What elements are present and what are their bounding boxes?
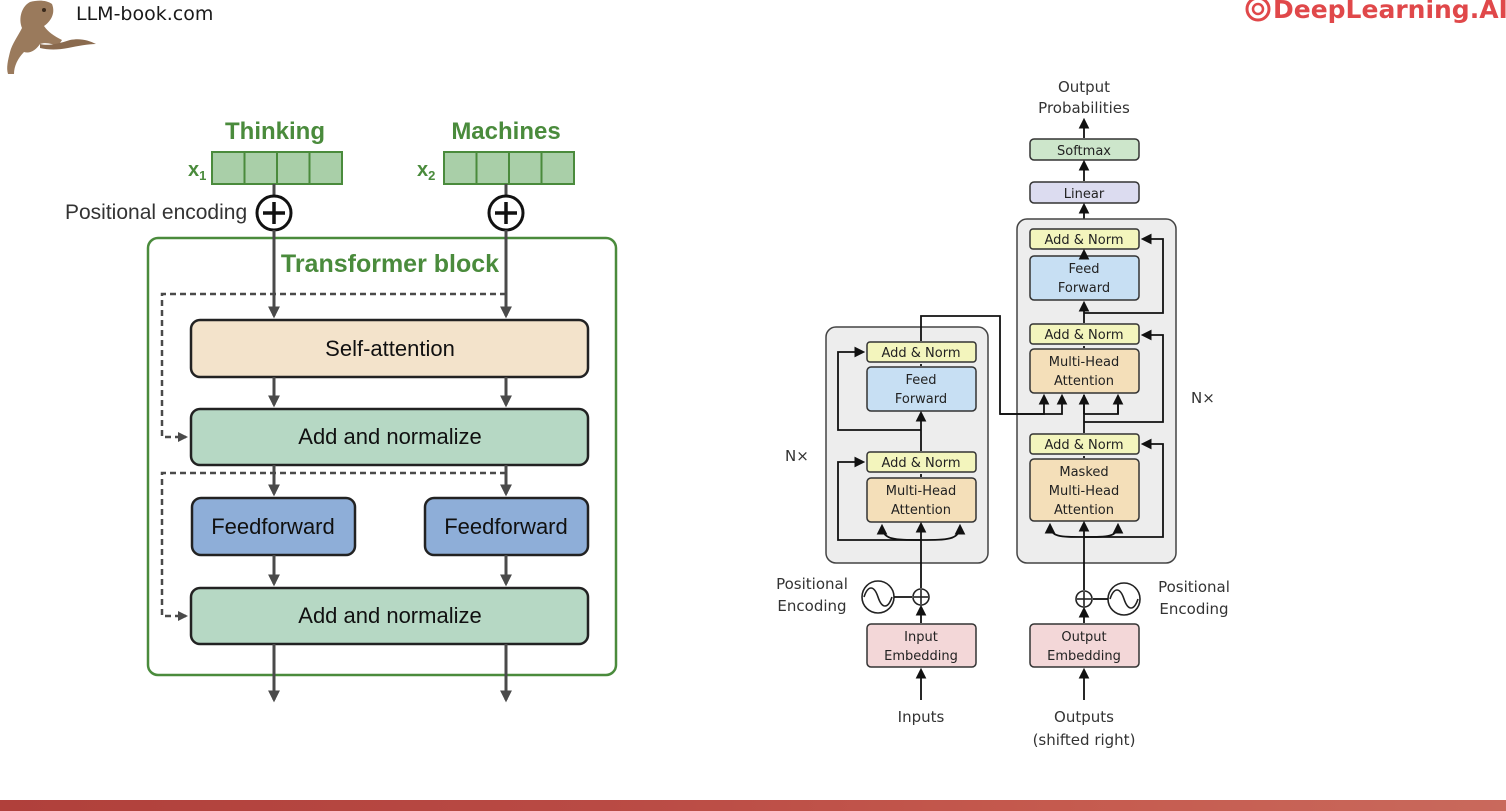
- plus-circle-icon: [912, 588, 930, 606]
- transformer-block-title: Transformer block: [281, 250, 499, 278]
- brand-name: DeepLearning.AI: [1273, 0, 1506, 24]
- encoder-nx-label: N×: [785, 447, 809, 465]
- bottom-accent-bar: [0, 800, 1506, 811]
- output-embedding-label-2: Embedding: [1047, 649, 1121, 664]
- sine-wave-icon: [861, 580, 895, 614]
- decoder-nx-label: N×: [1191, 389, 1215, 407]
- plus-circle-icon: [255, 194, 293, 232]
- right-transformer-diagram: Output Probabilities Softmax Linear Add …: [776, 78, 1230, 749]
- decoder-feed-forward-label-2: Forward: [1058, 281, 1110, 296]
- masked-mha-label-1: Masked: [1059, 465, 1108, 480]
- deeplearning-logo-icon: [1245, 0, 1271, 22]
- output-embedding-label-1: Output: [1061, 630, 1106, 645]
- token-symbol-1: x1: [188, 159, 206, 183]
- add-normalize-box-2: [189, 586, 590, 646]
- encoder-feed-forward-label-2: Forward: [895, 392, 947, 407]
- add-normalize-label-2: Add and normalize: [298, 603, 481, 628]
- decoder-add-norm-1: [1029, 433, 1140, 455]
- decoder-add-norm-2: [1029, 323, 1140, 345]
- decoder-add-norm-3-label: Add & Norm: [1044, 233, 1123, 248]
- outputs-shifted-label: (shifted right): [1033, 731, 1136, 749]
- feedforward-label-2: Feedforward: [444, 514, 568, 539]
- kangaroo-logo-icon: [7, 0, 96, 74]
- encoder-mha-label-2: Attention: [891, 503, 951, 518]
- input-embedding-label-1: Input: [904, 630, 938, 645]
- enc-positional-label-1: Positional: [776, 575, 848, 593]
- site-name: LLM-book.com: [76, 3, 213, 25]
- encoder-add-norm-1-label: Add & Norm: [881, 456, 960, 471]
- masked-mha-label-2: Multi-Head: [1049, 484, 1119, 499]
- masked-mha-label-3: Attention: [1054, 503, 1114, 518]
- plus-circle-icon: [487, 194, 525, 232]
- decoder-add-norm-2-label: Add & Norm: [1044, 328, 1123, 343]
- left-transformer-diagram: Thinking Machines x1 x2 Positional encod…: [65, 118, 618, 703]
- inputs-label: Inputs: [898, 708, 945, 726]
- sine-wave-icon: [1107, 582, 1141, 616]
- add-normalize-label-1: Add and normalize: [298, 424, 481, 449]
- decoder-mha-label-2: Attention: [1054, 374, 1114, 389]
- feedforward-label-1: Feedforward: [211, 514, 335, 539]
- encoder-add-norm-2: [866, 341, 977, 363]
- decoder-feed-forward-label-1: Feed: [1068, 262, 1099, 277]
- outputs-label: Outputs: [1054, 708, 1114, 726]
- encoder-add-norm-1: [866, 451, 977, 473]
- enc-positional-label-2: Encoding: [777, 597, 846, 615]
- output-probabilities-label-1: Output: [1058, 78, 1110, 96]
- decoder-multi-head-attention: [1029, 348, 1140, 394]
- plus-circle-icon: [1075, 590, 1093, 608]
- linear-label: Linear: [1064, 187, 1105, 202]
- positional-encoding-label: Positional encoding: [65, 201, 247, 224]
- token-symbol-2: x2: [417, 159, 435, 183]
- transformer-block-outline: [146, 236, 618, 677]
- self-attention-label: Self-attention: [325, 336, 455, 361]
- dec-positional-label-2: Encoding: [1159, 600, 1228, 618]
- input-embedding-box: [866, 623, 977, 668]
- self-attention-box: [189, 318, 590, 379]
- encoder-mha-label-1: Multi-Head: [886, 484, 956, 499]
- encoder-add-norm-2-label: Add & Norm: [881, 346, 960, 361]
- add-normalize-box-1: [189, 407, 590, 467]
- decoder-add-norm-1-label: Add & Norm: [1044, 438, 1123, 453]
- softmax-label: Softmax: [1057, 144, 1111, 159]
- token-word-1: Thinking: [225, 118, 325, 145]
- encoder-feed-forward-label-1: Feed: [905, 373, 936, 388]
- output-probabilities-label-2: Probabilities: [1038, 99, 1130, 117]
- input-embedding-label-2: Embedding: [884, 649, 958, 664]
- dec-positional-label-1: Positional: [1158, 578, 1230, 596]
- token-word-2: Machines: [451, 118, 560, 145]
- output-embedding-box: [1029, 623, 1140, 668]
- token-vector-1: [211, 151, 343, 185]
- decoder-mha-label-1: Multi-Head: [1049, 355, 1119, 370]
- token-vector-2: [443, 151, 575, 185]
